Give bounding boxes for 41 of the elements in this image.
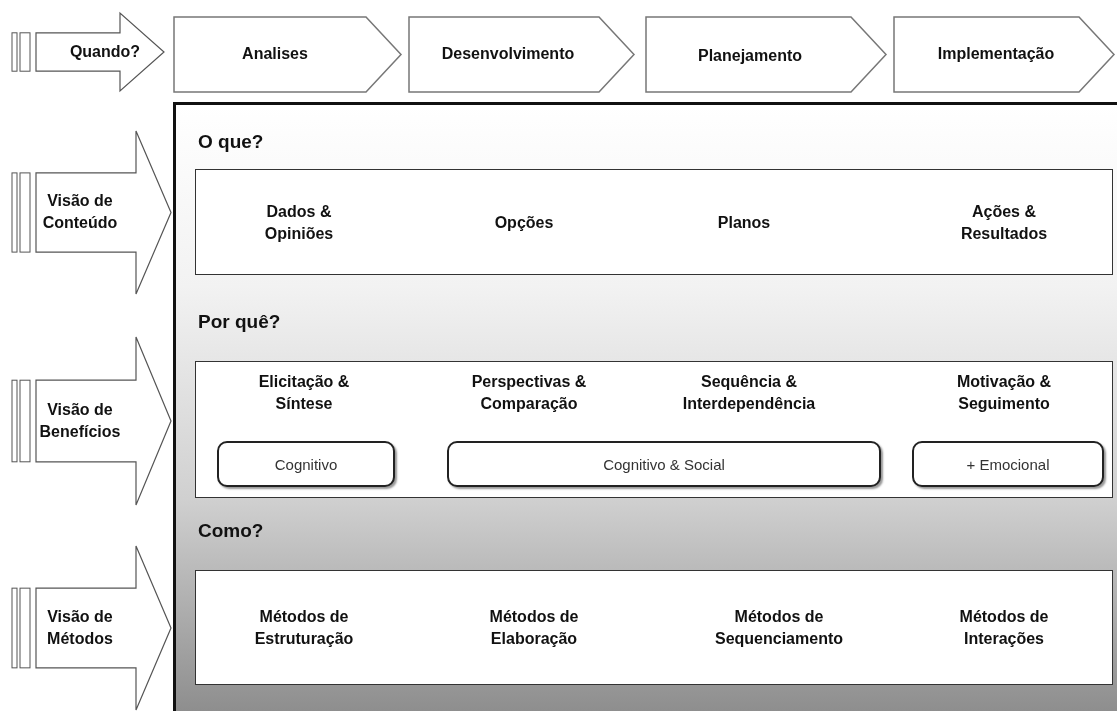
section-heading: Por quê?	[198, 311, 281, 333]
category-label: Métodos de Sequenciamento	[714, 607, 844, 649]
view-label: Quando?	[68, 42, 142, 62]
row-box	[195, 169, 1113, 275]
benefit-tag	[447, 441, 881, 487]
block-arrow	[10, 130, 172, 295]
category-label: Métodos de Elaboração	[488, 607, 580, 649]
phase-banner	[408, 16, 635, 93]
block-arrow	[10, 545, 172, 711]
section-panel	[173, 102, 1117, 711]
benefit-tag	[912, 441, 1104, 487]
view-label: Visão de Métodos	[46, 607, 114, 649]
block-arrow	[10, 336, 172, 506]
phase-label: Desenvolvimento	[440, 44, 576, 64]
tag-label: Cognitivo	[274, 455, 338, 473]
section-heading: O que?	[198, 131, 264, 153]
category-label: Perspectivas & Comparação	[470, 372, 588, 414]
benefit-tag	[217, 441, 395, 487]
phase-banner	[173, 16, 402, 93]
category-label: Elicitação & Síntese	[257, 372, 351, 414]
category-label: Métodos de Estruturação	[253, 607, 355, 649]
view-label: Visão de Benefícios	[38, 400, 122, 442]
phase-label: Planejamento	[697, 46, 803, 66]
phase-banner	[893, 16, 1115, 93]
phase-label: Implementação	[936, 44, 1056, 64]
category-label: Ações & Resultados	[959, 202, 1049, 244]
tag-label: Cognitivo & Social	[603, 455, 725, 473]
tag-label: + Emocional	[966, 455, 1050, 473]
category-label: Planos	[716, 213, 772, 233]
category-label: Sequência & Interdependência	[681, 372, 817, 414]
view-label: Visão de Conteúdo	[41, 191, 119, 233]
category-label: Opções	[493, 213, 555, 233]
row-box	[195, 361, 1113, 498]
phase-banner	[645, 16, 887, 93]
row-box	[195, 570, 1113, 685]
category-label: Dados & Opiniões	[263, 202, 335, 244]
category-label: Métodos de Interações	[958, 607, 1050, 649]
block-arrow	[10, 12, 165, 92]
category-label: Motivação & Seguimento	[955, 372, 1053, 414]
phase-label: Analises	[241, 44, 309, 64]
section-heading: Como?	[198, 520, 264, 542]
